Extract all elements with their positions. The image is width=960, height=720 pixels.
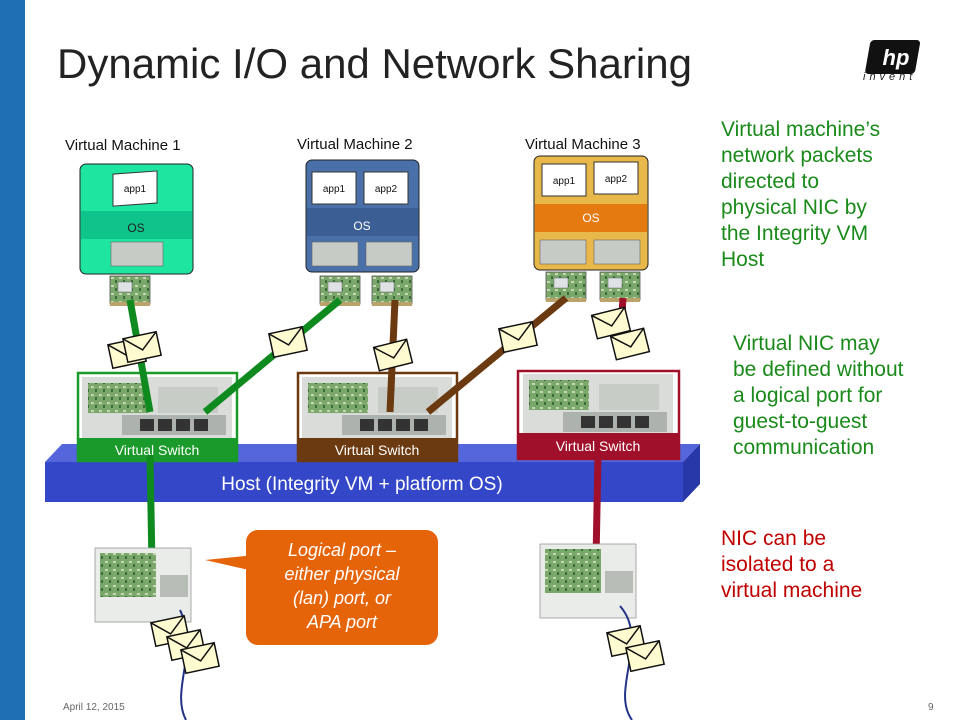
note-isolated-line: isolated to a [721,553,835,576]
callout-line-3: (lan) port, or [293,588,392,608]
vnic-vm3-a [545,271,587,303]
vm-box-1: app1 OS [79,163,194,275]
note-virtual-nic-line: guest-to-guest [733,410,868,433]
footer-date: April 12, 2015 [63,702,125,713]
host-label: Host (Integrity VM + platform OS) [221,474,502,495]
note-virtual-nic-line: be defined without [733,358,904,381]
note-packets-line: Virtual machine’s [721,118,881,141]
page-number: 9 [928,702,934,713]
link-switch1-physical [146,454,156,566]
virtual-switch-1: Virtual Switch [76,371,239,463]
link-vm3-switch2 [425,295,569,415]
vm2-app1: app1 [323,184,346,195]
note-packets-line: network packets [721,144,873,167]
switch-label-2: Virtual Switch [335,442,420,458]
vm1-app1: app1 [124,184,147,195]
vm2-os: OS [353,219,370,233]
vm-box-2: app1 app2 OS [305,159,420,273]
vm-label-1: Virtual Machine 1 [65,137,181,154]
link-vm2-switch1 [202,297,343,415]
physical-nic-1 [94,547,192,623]
vm3-app2: app2 [605,174,628,185]
vm-box-3: app1 app2 OS [533,155,649,271]
slide-title: Dynamic I/O and Network Sharing [57,40,692,87]
note-packets-line: the Integrity VM [721,222,869,245]
hp-logo-text: hp [883,45,910,70]
callout-line-1: Logical port – [288,540,397,560]
vnic-vm3-b [599,271,641,303]
note-virtual-nic-line: Virtual NIC may [733,332,880,355]
physical-nic-2 [539,543,637,619]
vm2-app2: app2 [375,184,398,195]
callout-line-2: either physical [284,564,400,584]
note-virtual-nic: Virtual NIC may be defined without a log… [733,331,903,461]
envelope-icon [268,325,308,359]
left-accent-bar [0,0,25,720]
switch-label-3: Virtual Switch [556,438,641,454]
vm-label-3: Virtual Machine 3 [525,136,641,153]
note-isolated: NIC can be isolated to a virtual machine [721,526,862,604]
note-isolated-line: NIC can be [721,527,827,550]
note-isolated-line: virtual machine [721,579,863,602]
hp-tagline: invent [863,71,917,83]
logical-port-callout: Logical port – either physical (lan) por… [205,530,438,645]
vm3-os: OS [582,211,599,225]
vm1-os: OS [127,221,144,235]
envelope-icon [122,330,162,364]
envelope-icon [372,338,414,372]
virtual-switch-3: Virtual Switch [516,369,681,461]
note-virtual-nic-line: communication [733,436,875,459]
note-virtual-nic-line: a logical port for [733,384,883,407]
vm-label-2: Virtual Machine 2 [297,136,413,153]
hp-logo-icon: hp [865,40,921,74]
note-packets: Virtual machine’s network packets direct… [721,117,880,273]
switch-label-1: Virtual Switch [115,442,200,458]
callout-line-4: APA port [306,612,378,632]
vm3-app1: app1 [553,176,576,187]
host-bar-side [683,444,700,502]
envelope-icon [498,320,538,354]
note-packets-line: physical NIC by [721,196,867,219]
note-packets-line: Host [721,248,765,271]
note-packets-line: directed to [721,170,820,193]
link-switch3-physical [592,454,602,561]
virtual-switch-2: Virtual Switch [296,371,459,463]
